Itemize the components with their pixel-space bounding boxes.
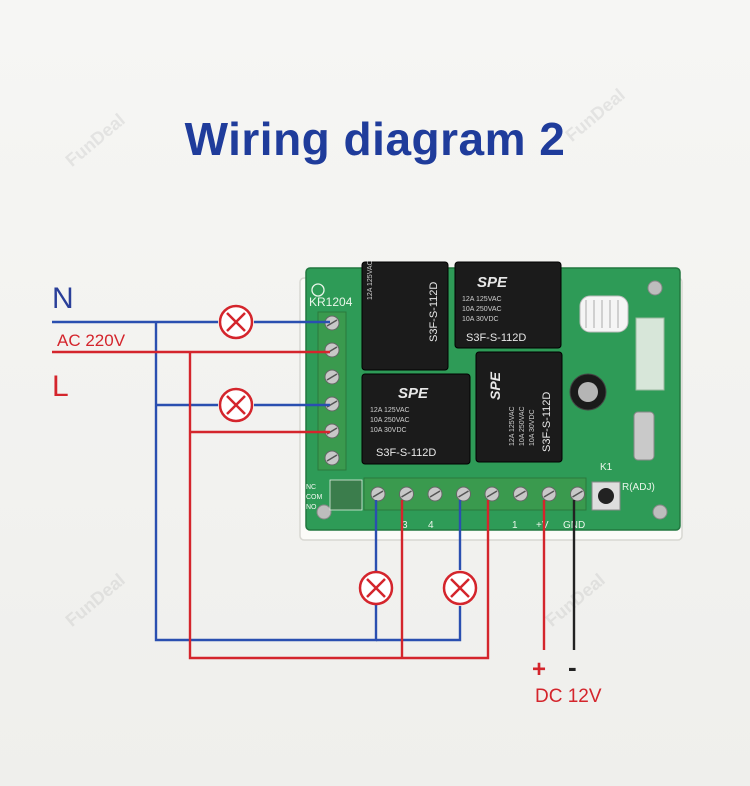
svg-text:SPE: SPE (398, 385, 429, 402)
bottom-label: +V (536, 520, 549, 531)
adj-label: R(ADJ) (622, 482, 655, 493)
live-wire (188, 352, 490, 660)
relay-3: SPE 12A 125VAC 10A 250VAC 10A 30VDC S3F-… (361, 373, 471, 465)
screw-slot (515, 490, 526, 498)
screw-slot (572, 490, 583, 498)
capacitor (569, 373, 607, 411)
dc-voltage-label: DC 12V (535, 686, 602, 707)
neutral-label: N (52, 282, 74, 315)
svg-text:S3F-S-112D: S3F-S-112D (428, 282, 440, 342)
svg-text:SPE: SPE (487, 371, 503, 400)
screw-slot (429, 490, 441, 498)
svg-text:10A 250VAC: 10A 250VAC (370, 417, 410, 424)
left-terminal-block (317, 311, 347, 471)
antenna-coil (579, 295, 629, 333)
wires (52, 320, 576, 660)
bottom-screws (370, 486, 585, 502)
relay-4: SPE S3F-S-112D 12A 125VAC 10A 250VAC 10A… (475, 351, 563, 463)
svg-text:S3F-S-112D: S3F-S-112D (541, 392, 553, 452)
screw-slot (458, 490, 469, 498)
mounting-hole (647, 280, 663, 296)
bottom-label: 1 (512, 520, 518, 531)
table-row-no: NO (306, 504, 317, 511)
dc-plus-label: + (532, 656, 547, 683)
mounting-hole (316, 504, 332, 520)
table-row-com: COM (306, 494, 323, 501)
crystal (633, 411, 655, 461)
lamp-icon (218, 387, 254, 423)
neutral-wire (376, 500, 462, 642)
svg-text:12A 125VAC: 12A 125VAC (509, 406, 516, 446)
rf-module (635, 317, 665, 391)
mounting-hole (652, 504, 668, 520)
svg-text:10A 250VAC: 10A 250VAC (462, 306, 502, 313)
screw-slot (326, 373, 338, 381)
screw-slot (326, 454, 338, 462)
live-label: L (52, 370, 69, 403)
bottom-label: 4 (428, 520, 434, 531)
svg-text:S3F-S-112D: S3F-S-112D (466, 332, 526, 344)
screw-slot (372, 490, 384, 498)
relay-1: S3F-S-112D 12A 125VAC (361, 260, 449, 371)
lamp-icon (442, 570, 478, 606)
relay-2: SPE 12A 125VAC 10A 250VAC 10A 30VDC S3F-… (454, 261, 562, 349)
dc-minus-label: - (568, 652, 577, 682)
svg-text:10A 30VDC: 10A 30VDC (462, 316, 499, 323)
lamp-icon (218, 304, 254, 340)
screw-slot (486, 490, 498, 498)
table-row-nc: NC (306, 484, 316, 491)
power-led-icon (311, 283, 325, 297)
svg-text:SPE: SPE (477, 274, 508, 291)
k1-label: K1 (600, 462, 613, 473)
lamp-icon (358, 570, 394, 606)
board-model: KR1204 (309, 295, 353, 309)
screw-slot (401, 490, 412, 498)
svg-text:12A 125VAC: 12A 125VAC (370, 407, 410, 414)
bottom-label: 3 (402, 520, 408, 531)
svg-text:10A 30VDC: 10A 30VDC (370, 427, 407, 434)
k1-button[interactable] (591, 481, 621, 511)
svg-text:S3F-S-112D: S3F-S-112D (376, 447, 436, 459)
screw-slot (326, 319, 338, 327)
svg-text:10A 250VAC: 10A 250VAC (519, 406, 526, 446)
svg-text:10A 30VDC: 10A 30VDC (529, 409, 536, 446)
svg-text:12A 125VAC: 12A 125VAC (367, 260, 374, 300)
output-table: NC COM NO (306, 479, 363, 511)
ac-voltage-label: AC 220V (57, 331, 126, 350)
svg-text:12A 125VAC: 12A 125VAC (462, 296, 502, 303)
diagram-title: Wiring diagram 2 (184, 113, 566, 165)
screw-slot (543, 490, 555, 498)
